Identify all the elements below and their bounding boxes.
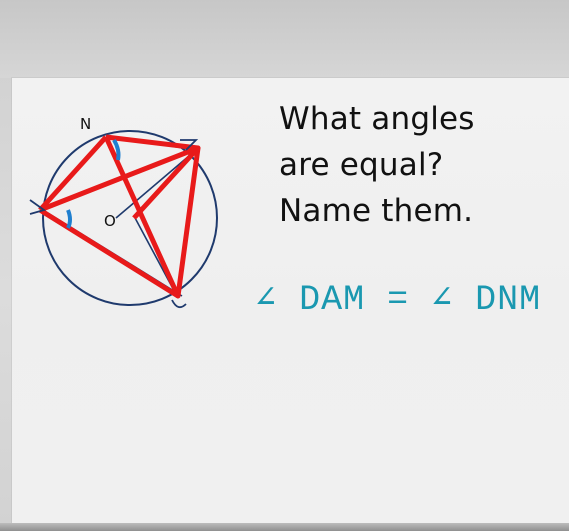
red-path xyxy=(38,135,108,212)
question-text: What angles are equal? Name them. xyxy=(279,96,529,234)
background-wall xyxy=(0,0,569,78)
red-path xyxy=(39,145,201,220)
question-line: are equal? xyxy=(279,147,444,183)
question-line: What angles xyxy=(279,101,475,137)
point-label-o: O xyxy=(104,212,116,230)
circle xyxy=(42,130,218,306)
point-label-n: N xyxy=(80,115,91,133)
answer-handwriting: ∠ DAM = ∠ DNM xyxy=(255,280,542,320)
red-path xyxy=(38,207,180,299)
table-edge xyxy=(0,523,569,531)
red-path xyxy=(103,134,201,299)
angle-mark xyxy=(112,138,121,161)
angle-mark xyxy=(66,209,72,229)
vertex-mark xyxy=(171,299,187,309)
vertex-mark xyxy=(29,199,47,215)
question-line: Name them. xyxy=(279,193,474,229)
vertex-mark xyxy=(180,139,199,151)
